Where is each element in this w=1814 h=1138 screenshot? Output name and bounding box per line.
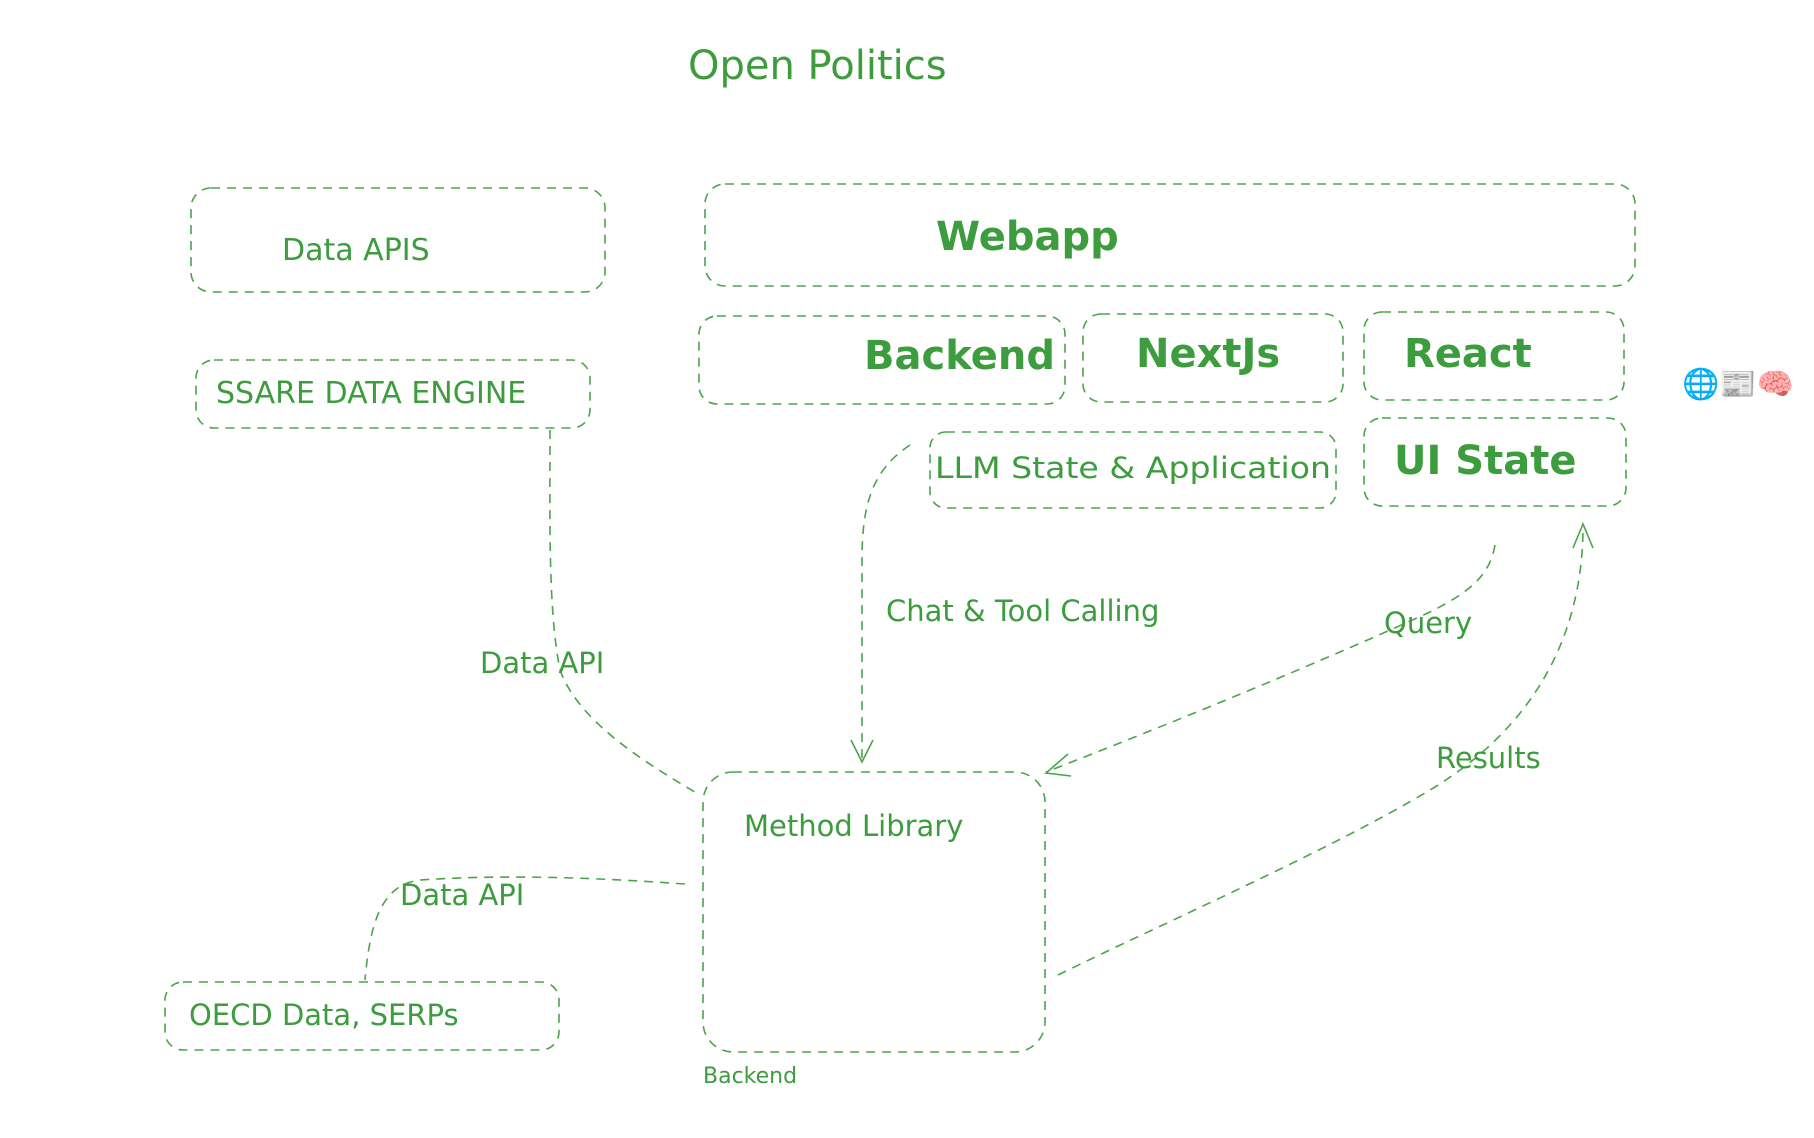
method-library-to-oecd-connector[interactable] [364, 876, 686, 981]
results-connector[interactable] [1057, 525, 1584, 976]
llm-state-node[interactable]: LLM State & Application [929, 431, 1337, 509]
ssare-box [195, 359, 591, 429]
query-arrowhead [1044, 753, 1072, 777]
llm-state-box [929, 431, 1337, 509]
backend-label: Backend [864, 333, 1055, 379]
query-connector[interactable] [1045, 544, 1496, 773]
ui-state-node[interactable]: UI State [1363, 417, 1627, 507]
nextjs-box [1082, 313, 1344, 403]
chat-tool-arrowhead [850, 739, 874, 764]
method-library-label: Method Library [744, 809, 963, 843]
method-library-node[interactable]: Method Library Backend [702, 771, 1046, 1089]
method-library-box [702, 771, 1046, 1053]
data-apis-node[interactable]: Data APIS [190, 187, 606, 293]
chat-tool-label: Chat & Tool Calling [886, 594, 1159, 628]
oecd-label: OECD Data, SERPs [189, 998, 459, 1032]
data-apis-label: Data APIS [282, 233, 430, 268]
react-box [1363, 311, 1625, 401]
emoji-strip: 🌐📰🧠 [1682, 366, 1794, 402]
data-apis-box [190, 187, 606, 293]
diagram-title: Open Politics [688, 43, 947, 89]
query-label: Query [1384, 606, 1472, 640]
ssare-to-method-library-connector[interactable] [549, 429, 701, 796]
ssare-node[interactable]: SSARE DATA ENGINE [195, 359, 591, 429]
react-label: React [1404, 331, 1532, 377]
chat-tool-connector[interactable] [861, 444, 911, 760]
webapp-box [704, 183, 1636, 287]
backend-box [698, 315, 1066, 405]
ui-state-label: UI State [1394, 438, 1576, 484]
method-library-caption: Backend [703, 1064, 797, 1089]
results-label: Results [1436, 741, 1541, 775]
oecd-box [164, 981, 560, 1051]
ui-state-box [1363, 417, 1627, 507]
nextjs-label: NextJs [1136, 331, 1280, 377]
ssare-label: SSARE DATA ENGINE [216, 376, 526, 411]
webapp-label: Webapp [936, 214, 1119, 260]
backend-node[interactable]: Backend [698, 315, 1066, 405]
data-api-top-label: Data API [480, 646, 604, 680]
data-api-bottom-label: Data API [400, 878, 524, 912]
nextjs-node[interactable]: NextJs [1082, 313, 1344, 403]
webapp-node[interactable]: Webapp [704, 183, 1636, 287]
llm-state-label: LLM State & Application [935, 451, 1331, 485]
react-node[interactable]: React [1363, 311, 1625, 401]
oecd-node[interactable]: OECD Data, SERPs [164, 981, 560, 1051]
results-arrowhead [1572, 521, 1594, 549]
